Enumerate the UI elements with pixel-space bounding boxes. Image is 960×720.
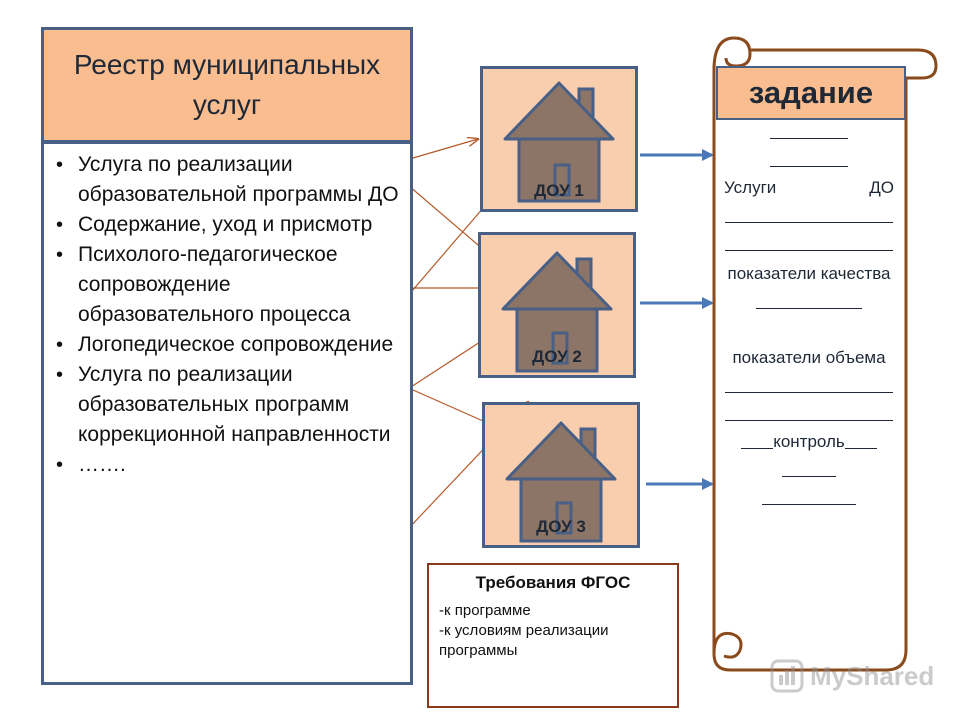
do-word: ДО <box>869 178 894 197</box>
service-item: Содержание, уход и присмотр <box>48 210 408 240</box>
scroll-icon <box>712 36 938 672</box>
task-form: Услуги ДО показатели качества показатели… <box>722 118 896 512</box>
blank-line <box>722 288 896 316</box>
service-item: Услуга по реализации образовательной про… <box>48 150 408 210</box>
control-word: контроль <box>773 432 845 451</box>
services-word: Услуги <box>724 178 777 197</box>
service-item: Психолого-педагогическое сопровождение о… <box>48 240 408 330</box>
control-row: контроль <box>722 428 896 456</box>
dou-label: ДОУ 2 <box>532 347 582 366</box>
dou-label: ДОУ 3 <box>536 517 586 536</box>
service-item: ……. <box>48 450 408 480</box>
volume-indicators: показатели объема <box>732 348 886 367</box>
blank-line <box>722 456 896 484</box>
house-icon <box>505 421 617 543</box>
services-do-row: Услуги ДО <box>722 174 896 202</box>
dou-tile-3: ДОУ 3 <box>482 402 640 548</box>
task-title: задание <box>716 66 906 120</box>
house-icon <box>503 81 615 203</box>
services-list: Услуга по реализации образовательной про… <box>48 150 408 480</box>
blank-line <box>722 202 896 230</box>
dou-tile-1: ДОУ 1 <box>480 66 638 212</box>
logo-icon <box>770 659 804 693</box>
service-item: Логопедическое сопровождение <box>48 330 408 360</box>
dou-tile-2: ДОУ 2 <box>478 232 636 378</box>
blank-line <box>722 484 896 512</box>
blank-line <box>722 230 896 258</box>
dou-label: ДОУ 1 <box>534 181 584 200</box>
fgos-item: -к условиям реализации программы <box>439 622 609 659</box>
fgos-requirements: Требования ФГОС -к программе -к условиям… <box>427 563 679 708</box>
house-icon <box>501 251 613 373</box>
watermark: MyShared <box>770 656 940 696</box>
fgos-title: Требования ФГОС <box>475 573 631 592</box>
arrow-registry-to-dou1 <box>412 139 478 159</box>
blank-line <box>722 146 896 174</box>
fgos-item: -к программе <box>439 602 531 619</box>
blank-line <box>722 400 896 428</box>
spacer <box>722 316 896 344</box>
blank-line <box>722 372 896 400</box>
blank-line <box>722 118 896 146</box>
service-item: Услуга по реализации образовательных про… <box>48 360 408 450</box>
quality-indicators: показатели качества <box>727 264 891 283</box>
watermark-text: MyShared <box>810 660 935 691</box>
registry-title: Реестр муниципальных услуг <box>41 27 413 143</box>
